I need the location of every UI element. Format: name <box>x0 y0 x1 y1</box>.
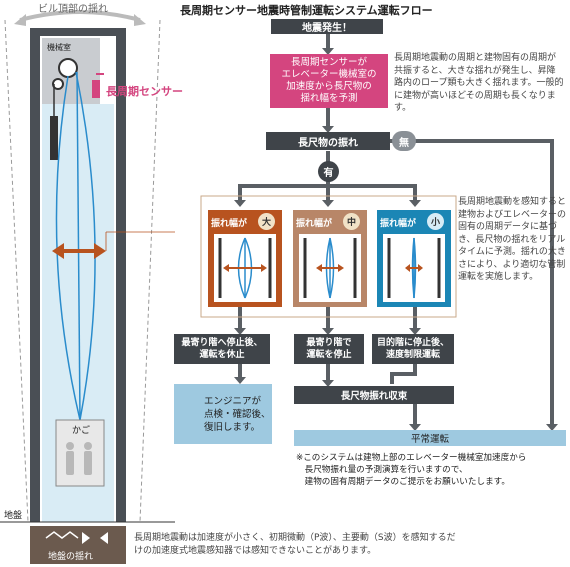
sensor-device <box>92 80 100 98</box>
normal-operation-box: 平常運転 <box>294 430 566 446</box>
car-label: かご <box>72 426 91 436</box>
level-large-size-badge: 大 <box>258 213 275 230</box>
converge-box: 長尺物振れ収束 <box>294 386 454 404</box>
level-medium-box: 振れ幅が 中 <box>293 210 367 307</box>
passengers-icon <box>66 442 92 475</box>
action-small-box: 目的階に停止後、 速度制限運転 <box>372 334 454 364</box>
levels-note: 長周期地震動を感知すると建物およびエレベーターの固有の周期データに基づき、長尺物… <box>458 197 567 282</box>
level-small-rope-icon <box>383 234 445 302</box>
rope-center <box>76 71 81 421</box>
level-small-box: 振れ幅が 小 <box>377 210 451 307</box>
ground-arrow-icon <box>82 532 90 544</box>
level-small-amp-label: 振れ幅が <box>380 219 417 229</box>
top-sway-arrow-right <box>134 14 146 26</box>
top-sway-label: ビル頂部の揺れ <box>38 4 108 15</box>
top-sway-arrow-left <box>14 14 26 26</box>
level-large-rope-icon <box>214 234 276 302</box>
elevator-car <box>55 419 105 487</box>
sensor-label: 長周期センサー <box>106 85 183 98</box>
level-large-box: 振れ幅が 大 <box>208 210 282 307</box>
action-medium-box: 最寄り階で 運転を停止 <box>294 334 364 364</box>
quake-zigzag-icon <box>45 531 79 539</box>
system-note: ※このシステムは建物上部のエレベーター機械室加速度から 長尺物振れ量の予測演算を… <box>296 453 527 487</box>
no-badge: 無 <box>392 131 416 151</box>
building-illustration <box>0 10 175 564</box>
engineer-box: エンジニアが 点検・確認後、 復旧します。 <box>174 384 272 444</box>
level-medium-rope-icon <box>299 234 361 302</box>
page-title: 長周期センサー地震時管制運転システム運転フロー <box>180 4 433 17</box>
deflector-sheave <box>52 78 64 90</box>
levels-frame <box>200 195 457 318</box>
action-large-box: 最寄り階へ停止後、 運転を休止 <box>174 334 270 364</box>
level-medium-amp-label: 振れ幅が <box>296 219 333 229</box>
level-small-size-badge: 小 <box>427 213 444 230</box>
predict-note: 長周期地震動の周期と建物固有の周期が共振すると、大きな揺れが発生し、昇降路内のロ… <box>394 53 564 113</box>
yes-badge: 有 <box>318 161 339 182</box>
machine-room-label: 機械室 <box>47 43 71 52</box>
start-box: 地震発生！ <box>271 19 383 34</box>
counterweight <box>50 116 58 160</box>
ground-label: 地盤 <box>4 511 23 521</box>
ground-sway-label: 地盤の揺れ <box>48 552 94 562</box>
predict-box: 長周期センサーが エレベーター機械室の 加速度から長尺物の 揺れ幅を予測 <box>270 54 388 108</box>
level-medium-size-badge: 中 <box>343 213 360 230</box>
building-footnote: 長周期地震動は加速度が小さく、初期微動（P波）、主要動（S波）を感知するだけの加… <box>134 533 456 556</box>
level-large-amp-label: 振れ幅が <box>211 219 248 229</box>
top-sway-arc <box>19 10 141 22</box>
ground-band <box>30 526 126 564</box>
decision-box: 長尺物の振れ <box>266 132 390 150</box>
